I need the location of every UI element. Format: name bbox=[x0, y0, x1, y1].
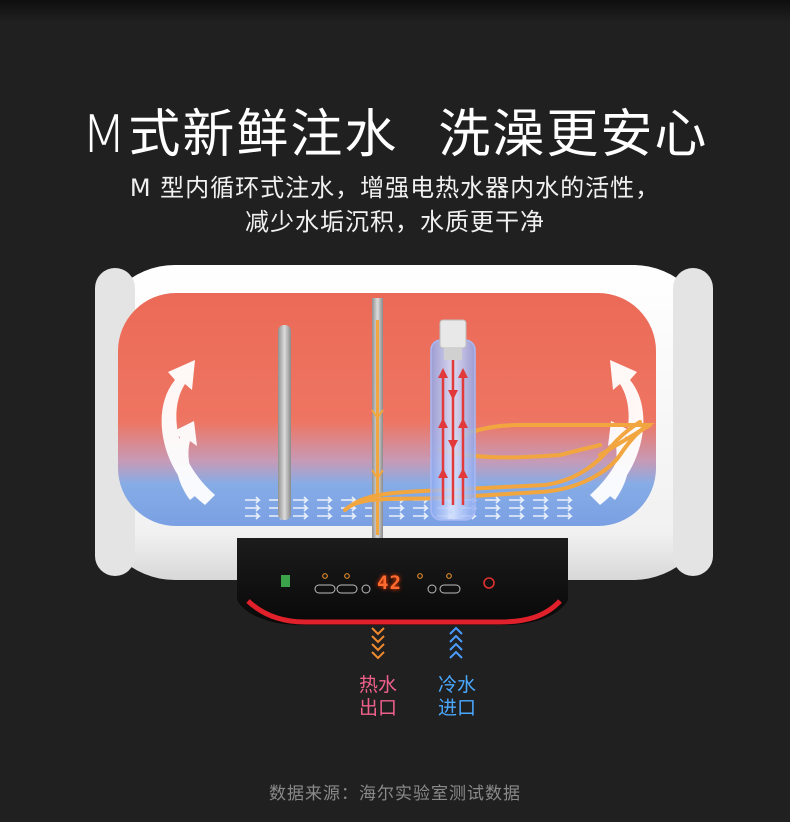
flow-mark bbox=[557, 496, 573, 504]
temperature-display: 42 bbox=[377, 572, 402, 594]
indicator-dot bbox=[322, 573, 328, 579]
flow-mark bbox=[245, 496, 261, 504]
circulation-arrow-left bbox=[161, 360, 215, 505]
magnesium-rod bbox=[278, 325, 291, 520]
hot-water-arrows bbox=[371, 627, 385, 660]
hot-water-outlet-label: 热水 出口 bbox=[348, 674, 408, 720]
flow-mark bbox=[293, 496, 309, 504]
headline-part-2: 洗澡更安心 bbox=[438, 105, 709, 165]
decrease-button[interactable] bbox=[361, 584, 371, 594]
data-source-footer: 数据来源：海尔实验室测试数据 bbox=[269, 784, 521, 804]
increase-button[interactable] bbox=[427, 584, 437, 594]
flow-mark bbox=[485, 504, 501, 512]
flow-mark bbox=[293, 504, 309, 512]
cold-water-inlet-label: 冷水 进口 bbox=[427, 674, 487, 720]
cold-label-line-1: 冷水 bbox=[437, 674, 476, 696]
m-inlet-tube bbox=[430, 319, 476, 521]
flow-mark bbox=[557, 504, 573, 512]
flow-mark bbox=[557, 512, 573, 520]
flow-mark bbox=[413, 504, 429, 512]
cold-label-line-2: 进口 bbox=[437, 697, 476, 719]
headline-part-1: M式新鲜注水 bbox=[81, 105, 399, 165]
subtitle-line-2: 减少水垢沉积，水质更干净 bbox=[245, 208, 545, 236]
flow-mark bbox=[509, 504, 525, 512]
flow-mark bbox=[317, 504, 333, 512]
flow-mark bbox=[341, 512, 357, 520]
flow-mark bbox=[533, 512, 549, 520]
panel-button[interactable] bbox=[314, 584, 336, 594]
flow-mark bbox=[293, 512, 309, 520]
headline: M式新鲜注水洗澡更安心 bbox=[0, 92, 790, 167]
flow-mark bbox=[245, 504, 261, 512]
flow-mark bbox=[485, 512, 501, 520]
flow-mark bbox=[509, 496, 525, 504]
flow-mark bbox=[533, 504, 549, 512]
power-button[interactable] bbox=[483, 577, 495, 589]
flow-mark bbox=[485, 496, 501, 504]
flow-mark bbox=[317, 512, 333, 520]
control-panel bbox=[237, 538, 568, 625]
cold-water-arrows bbox=[449, 626, 463, 659]
flow-mark bbox=[389, 512, 405, 520]
subtitle-line-1: M 型内循环式注水，增强电热水器内水的活性， bbox=[129, 174, 661, 202]
indicator-dot bbox=[417, 573, 423, 579]
panel-button[interactable] bbox=[439, 584, 461, 594]
indicator-dot bbox=[344, 573, 350, 579]
heating-element bbox=[343, 420, 655, 512]
tank-water bbox=[118, 293, 656, 526]
hot-label-line-2: 出口 bbox=[358, 697, 397, 719]
top-shadow-band bbox=[0, 0, 790, 22]
flow-mark bbox=[533, 496, 549, 504]
flow-mark bbox=[389, 504, 405, 512]
flow-mark bbox=[317, 496, 333, 504]
flow-mark bbox=[245, 512, 261, 520]
panel-button[interactable] bbox=[336, 584, 358, 594]
hot-outlet-pipe bbox=[371, 298, 384, 538]
hot-label-line-1: 热水 bbox=[358, 674, 397, 696]
flow-mark bbox=[509, 512, 525, 520]
indicator-dot bbox=[446, 573, 452, 579]
flow-mark bbox=[413, 512, 429, 520]
